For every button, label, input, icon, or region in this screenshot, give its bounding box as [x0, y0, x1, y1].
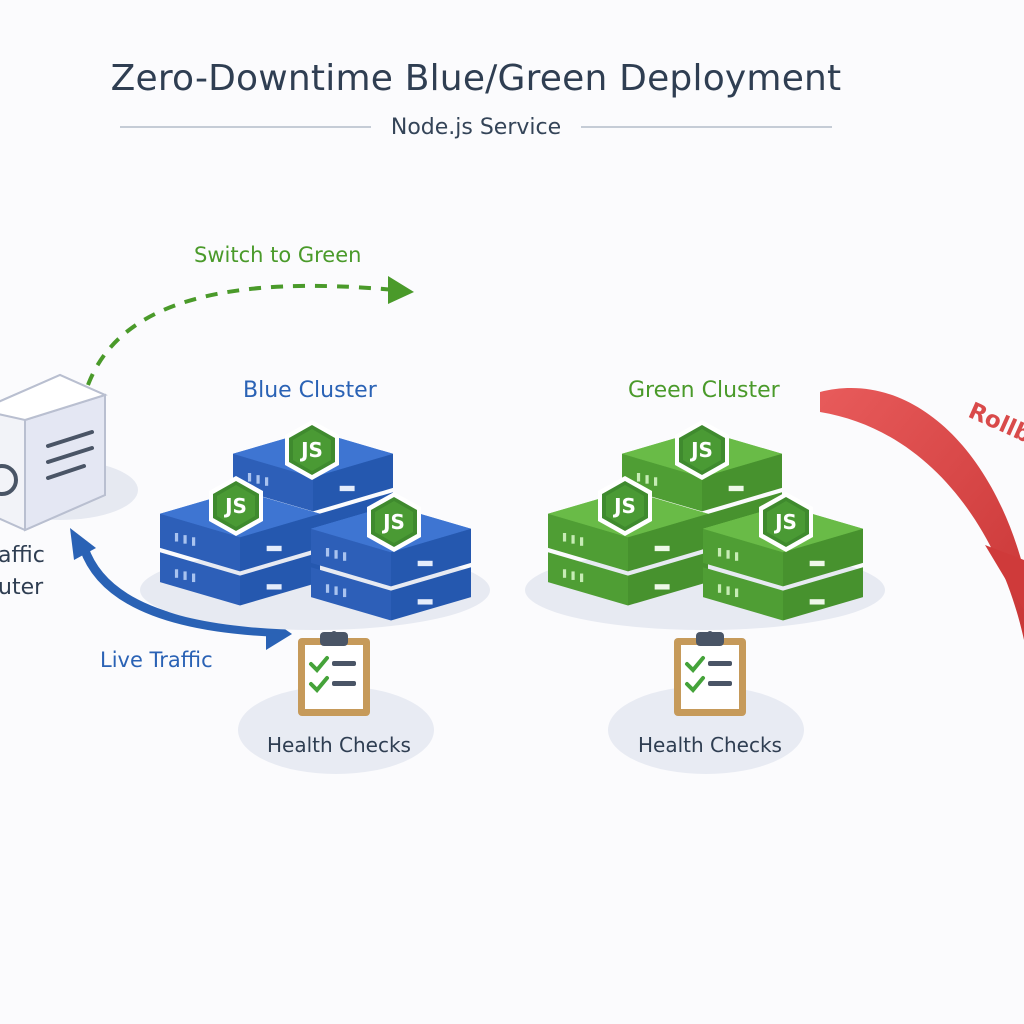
nodejs-badge: JS: [689, 438, 713, 462]
router-label-line1: affic: [0, 543, 45, 568]
blue-cluster-label: Blue Cluster: [243, 378, 377, 403]
subtitle-row: Node.js Service: [120, 112, 833, 142]
load-balancer-icon: [0, 373, 138, 532]
router-label-line2: uter: [0, 575, 44, 600]
green-cluster-label: Green Cluster: [628, 378, 780, 403]
live-traffic-label: Live Traffic: [100, 648, 213, 672]
switch-arrow: [86, 283, 396, 386]
nodejs-badge: JS: [612, 494, 636, 518]
health-pad-green: [608, 686, 804, 774]
clipboard-checklist-icon: [296, 629, 372, 718]
nodejs-badge: JS: [773, 510, 797, 534]
switch-label: Switch to Green: [194, 243, 362, 267]
divider-left: [120, 126, 371, 128]
page-subtitle: Node.js Service: [390, 114, 562, 140]
health-checks-label-blue: Health Checks: [267, 733, 411, 757]
divider-right: [581, 126, 833, 128]
router-label: affic uter: [0, 540, 45, 604]
nodejs-badge: JS: [381, 510, 405, 534]
switch-arrow-head: [388, 276, 414, 304]
page-title: Zero-Downtime Blue/Green Deployment: [110, 58, 842, 99]
nodejs-badge: JS: [299, 438, 323, 462]
clipboard-checklist-icon: [672, 629, 748, 718]
rollback-arrow: [820, 387, 1024, 640]
health-checks-label-green: Health Checks: [638, 733, 782, 757]
health-pad-blue: [238, 686, 434, 774]
nodejs-badge: JS: [223, 494, 247, 518]
